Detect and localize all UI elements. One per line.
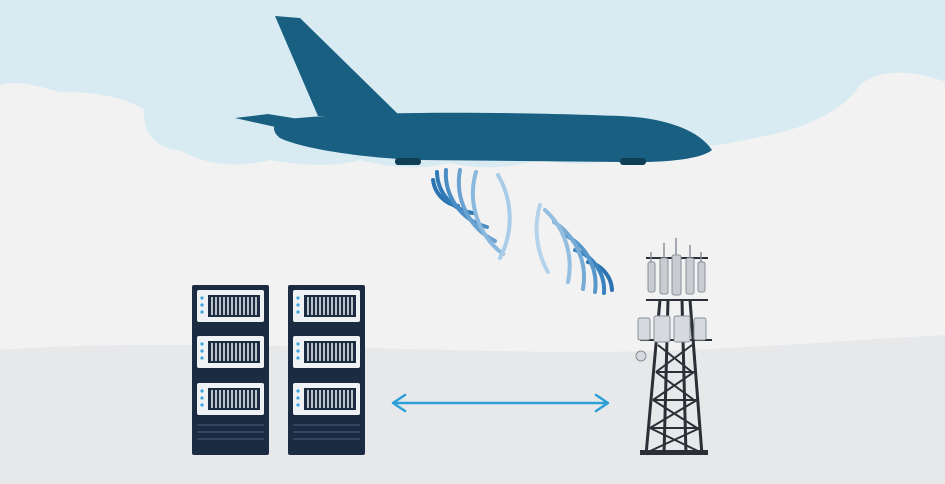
rack-1-unit-2 [197, 336, 264, 368]
cell-tower-icon [635, 238, 712, 456]
rack-1-unit-1 [197, 290, 264, 322]
double-arrow-icon [391, 393, 610, 413]
rack-2-unit-3 [293, 383, 360, 415]
server-rack-2 [288, 285, 365, 455]
server-rack-1 [192, 285, 269, 455]
rack-1-unit-3 [197, 383, 264, 415]
sky-clouds [0, 0, 945, 168]
rack-2-unit-2 [293, 336, 360, 368]
airplane-icon [235, 16, 712, 165]
airplane-signal-waves [431, 168, 512, 260]
rack-2-unit-1 [293, 290, 360, 322]
ground [0, 335, 945, 484]
tower-signal-waves [534, 203, 614, 295]
